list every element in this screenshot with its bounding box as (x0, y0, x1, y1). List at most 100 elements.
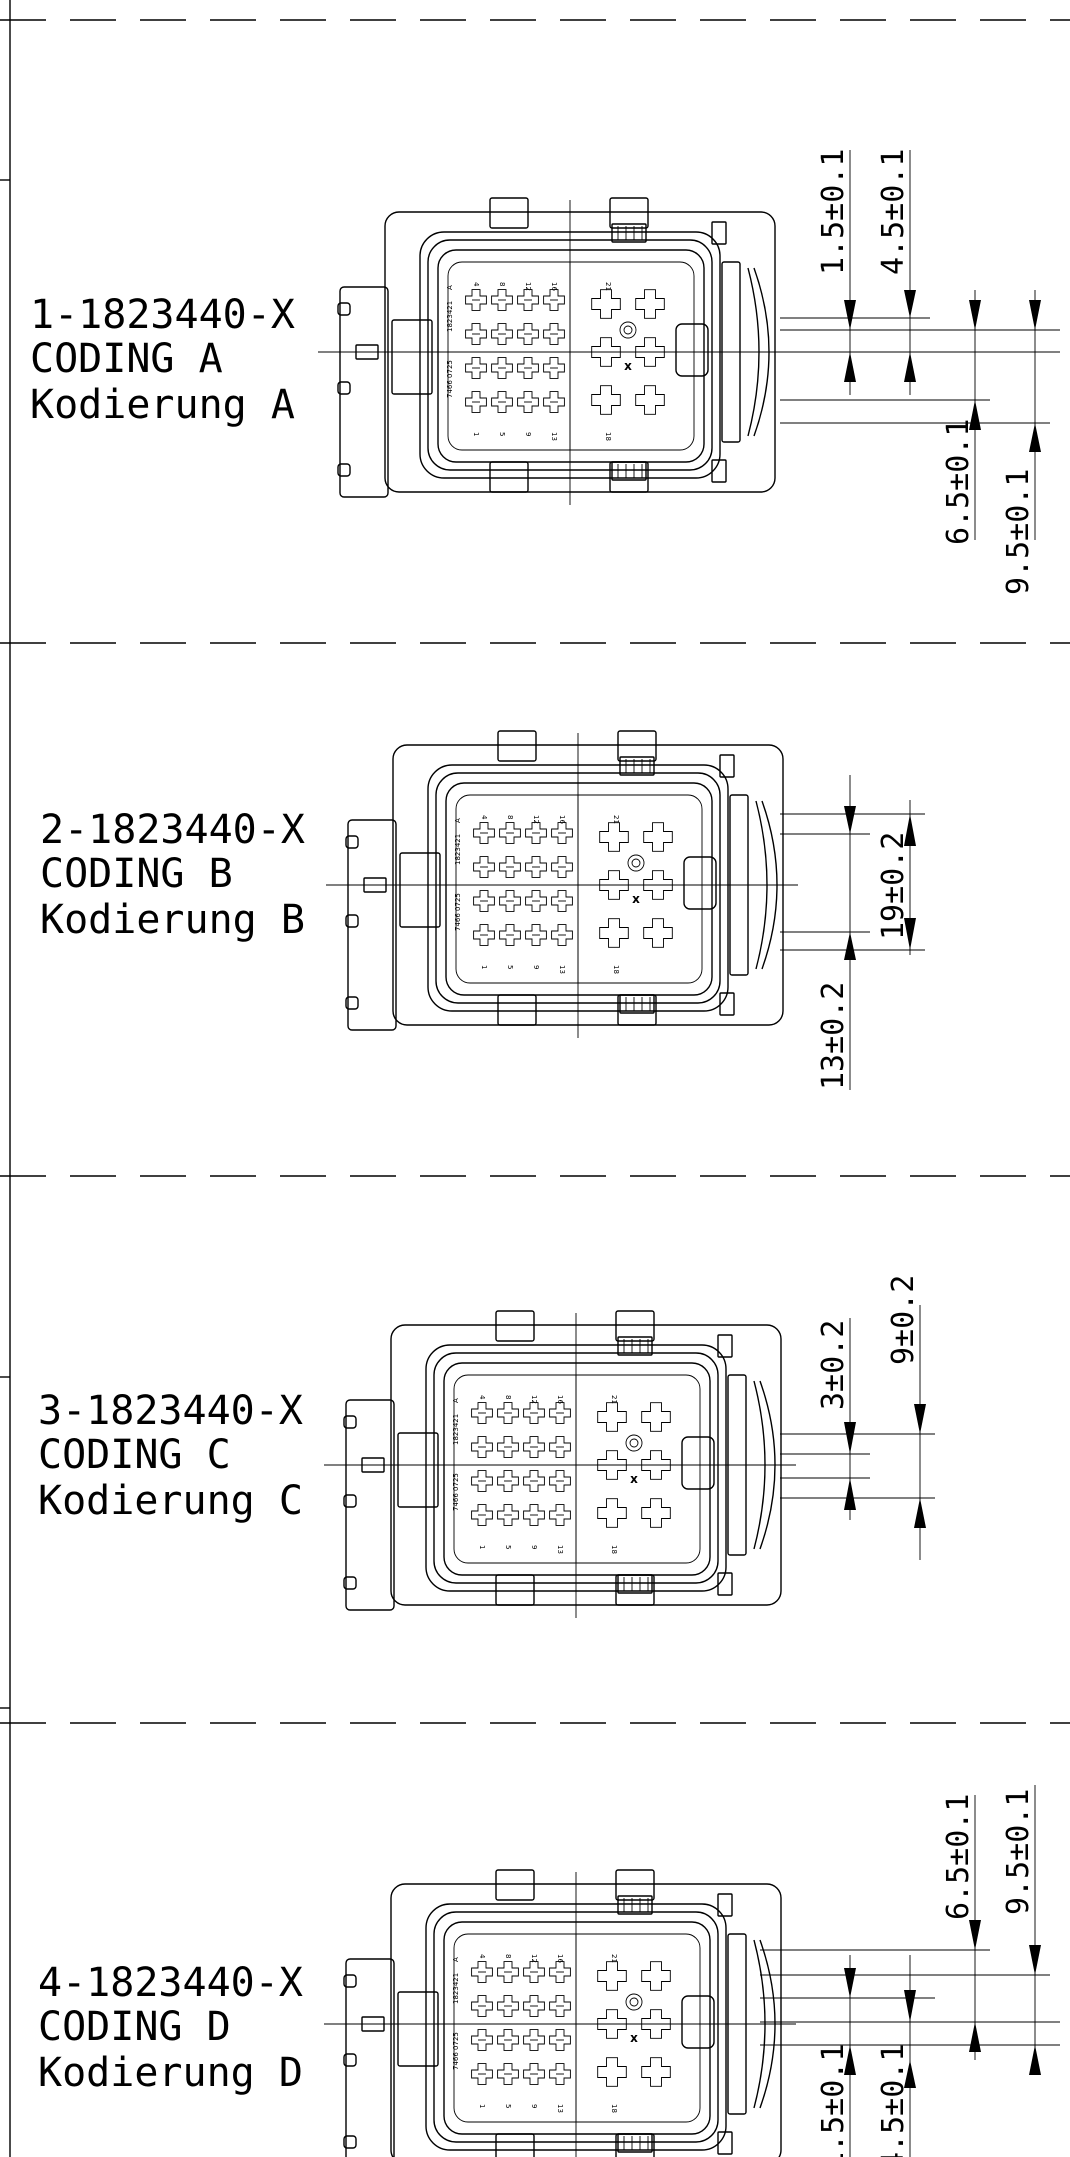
pin-cavity (517, 323, 539, 345)
pin-number: 1 (480, 965, 488, 969)
pin-number: 12 (530, 1395, 538, 1404)
dimension-label: 1.5±0.1 (816, 149, 851, 275)
pin-number: 13 (550, 432, 558, 441)
coding-label: CODING B (40, 851, 233, 897)
pin-number: 18 (610, 1545, 618, 1554)
pin-cavity (641, 2057, 671, 2087)
pin-cavity (497, 1436, 519, 1458)
pin-number: 8 (506, 815, 514, 819)
pin-number: 9 (532, 965, 540, 969)
pin-cavity (641, 1450, 671, 1480)
pin-number: 5 (498, 432, 506, 436)
part-marking: 1823421 (452, 1414, 460, 1445)
pin-cavity (473, 924, 495, 946)
pin-cavity (491, 289, 513, 311)
pin-cavity (641, 1961, 671, 1991)
date-marking: 7466 0725 (452, 1473, 460, 1511)
pin-number: 21 (604, 282, 612, 291)
pin-cavity (551, 924, 573, 946)
top-tab (615, 1310, 655, 1342)
cavity-mark: x (630, 2031, 638, 2045)
pin-cavity (635, 289, 665, 319)
dimension-label: 9.5±0.1 (1001, 1789, 1036, 1915)
pin-cavity (523, 2029, 545, 2051)
pin-cavity (641, 2009, 671, 2039)
pin-cavity (499, 856, 521, 878)
part-marking: 1823421 (454, 834, 462, 865)
date-marking: 7466 0725 (452, 2032, 460, 2070)
connector-latch (345, 1958, 395, 2157)
pin-number: 4 (478, 1954, 486, 1959)
connector-latch (339, 286, 389, 498)
pin-number: 5 (504, 1545, 512, 1549)
pin-cavity (549, 2063, 571, 2085)
pin-cavity (471, 1504, 493, 1526)
pin-number: 8 (504, 1954, 512, 1958)
pin-number: 16 (556, 1395, 564, 1404)
date-marking: 7466 0725 (454, 893, 462, 931)
pin-number: 8 (498, 282, 506, 286)
pin-cavity (641, 1402, 671, 1432)
part-number-label: 1-1823440-X (30, 292, 295, 338)
pin-number: 18 (610, 2104, 618, 2113)
dimension-label: 4.5±0.1 (876, 149, 911, 275)
dimension-label: 9±0.2 (886, 1275, 921, 1365)
pin-number: 9 (530, 2104, 538, 2108)
pin-cavity (549, 2029, 571, 2051)
pin-cavity (523, 1470, 545, 1492)
pin-cavity (551, 856, 573, 878)
pin-cavity (641, 1498, 671, 1528)
connector-latch (345, 1399, 395, 1611)
pin-number: 16 (550, 282, 558, 291)
pin-cavity (517, 357, 539, 379)
pin-cavity (543, 289, 565, 311)
pin-cavity (643, 918, 673, 948)
contact-block (443, 1921, 711, 2135)
pin-cavity (491, 357, 513, 379)
key-circle (625, 1434, 643, 1452)
pin-cavity (525, 822, 547, 844)
coding-label: CODING C (38, 1432, 231, 1478)
pin-cavity (549, 1470, 571, 1492)
pin-cavity (471, 2063, 493, 2085)
pin-cavity (471, 1402, 493, 1424)
pin-cavity (543, 323, 565, 345)
coding-letter: A (452, 1957, 460, 1962)
pin-cavity (497, 1504, 519, 1526)
cavity-mark: x (632, 892, 640, 906)
pin-cavity (599, 822, 629, 852)
pin-cavity (497, 2063, 519, 2085)
date-marking: 7466 0725 (446, 360, 454, 398)
cavity-mark: x (624, 359, 632, 373)
pin-cavity (643, 870, 673, 900)
pin-number: 21 (610, 1395, 618, 1404)
connector-latch (347, 819, 397, 1031)
pin-cavity (591, 289, 621, 319)
pin-number: 21 (612, 815, 620, 824)
contact-block (437, 249, 705, 463)
pin-cavity (465, 289, 487, 311)
pin-cavity (465, 357, 487, 379)
pin-number: 16 (556, 1954, 564, 1963)
coding-key (681, 1436, 715, 1490)
pin-cavity (471, 1436, 493, 1458)
part-number-label: 4-1823440-X (38, 1960, 303, 2006)
part-marking: 1823421 (446, 301, 454, 332)
pin-number: 4 (472, 282, 480, 287)
pin-cavity (497, 2029, 519, 2051)
latch-ramp (399, 852, 441, 928)
pin-cavity (597, 2009, 627, 2039)
kodierung-label: Kodierung D (38, 2050, 303, 2096)
pin-cavity (499, 822, 521, 844)
pin-cavity (549, 1961, 571, 1983)
pin-cavity (599, 870, 629, 900)
pin-number: 12 (530, 1954, 538, 1963)
pin-cavity (525, 890, 547, 912)
top-tab (617, 730, 657, 762)
dimension-label: 1.5±0.1 (816, 2044, 851, 2157)
label-block-c: 3-1823440-X CODING C Kodierung C (38, 1388, 303, 1524)
pin-number: 13 (556, 1545, 564, 1554)
label-block-b: 2-1823440-X CODING B Kodierung B (40, 807, 305, 943)
